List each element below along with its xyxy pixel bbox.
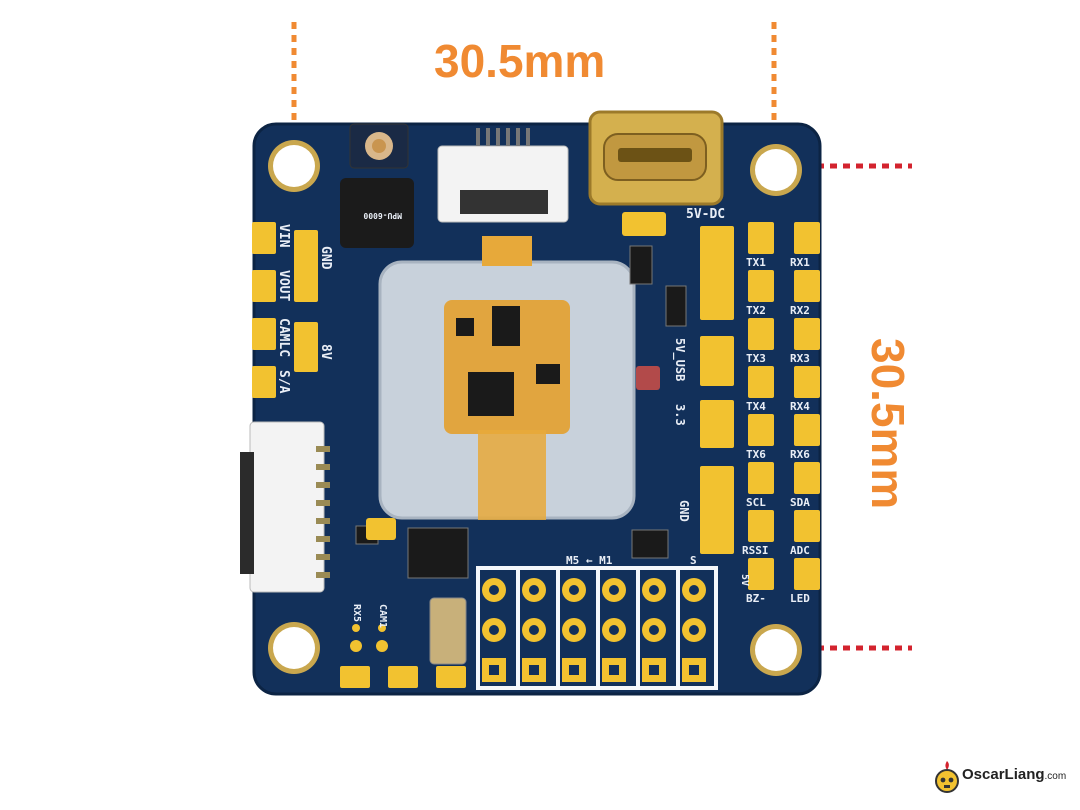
label-motor-order: M5 ← M1 (566, 554, 613, 567)
height-dimension-label: 30.5mm (862, 338, 914, 510)
gyro-chip (340, 178, 414, 248)
status-led (636, 366, 660, 390)
watermark-name: OscarLiang (962, 766, 1045, 783)
label-sda: SDA (790, 496, 810, 509)
label-tx3: TX3 (746, 352, 766, 365)
label-3v3: 3.3 (673, 404, 687, 426)
label-5v-small: 5V (739, 574, 750, 586)
label-bz: BZ- (746, 592, 766, 605)
label-rx2: RX2 (790, 304, 810, 317)
label-vout: VOUT (276, 270, 291, 301)
label-rx5: RX5 (351, 604, 362, 622)
label-vin: VIN (276, 224, 291, 248)
label-tx4: TX4 (746, 400, 766, 413)
motor-output-pads (476, 566, 718, 690)
label-5v-dc: 5V-DC (686, 207, 725, 222)
label-cam1: CAM1 (377, 604, 388, 628)
label-tx2: TX2 (746, 304, 766, 317)
left-power-pads (252, 222, 318, 398)
label-scl: SCL (746, 496, 766, 509)
label-gnd-left: GND (318, 246, 333, 270)
label-led: LED (790, 592, 810, 605)
label-signal: S (690, 554, 697, 567)
label-rx4: RX4 (790, 400, 810, 413)
gyro-chip-text: MPU-6000 (363, 211, 402, 220)
mounting-holes (268, 140, 802, 676)
label-tx1: TX1 (746, 256, 766, 269)
label-gnd-right: GND (677, 500, 691, 522)
label-camlc: CAMLC (276, 318, 291, 357)
watermark-suffix: .com (1044, 771, 1067, 782)
watermark-logo: OscarLiang.com (934, 758, 1074, 798)
label-rx3: RX3 (790, 352, 810, 365)
silkscreen-labels: VIN VOUT CAMLC S/A GND 8V 5V-DC 5V_USB 3… (276, 207, 810, 628)
bottom-left-pads (340, 624, 466, 688)
watermark-text: OscarLiang.com (962, 766, 1066, 783)
label-sa: S/A (276, 370, 291, 394)
label-rssi: RSSI (742, 544, 769, 557)
skull-icon (935, 761, 959, 793)
label-rx6: RX6 (790, 448, 810, 461)
label-rx1: RX1 (790, 256, 810, 269)
label-tx6: TX6 (746, 448, 766, 461)
side-connector (249, 421, 325, 593)
right-power-pads (700, 226, 734, 554)
label-8v: 8V (318, 344, 333, 360)
uart-pads (748, 222, 820, 590)
width-dimension-label: 30.5mm (434, 35, 606, 87)
label-adc: ADC (790, 544, 810, 557)
label-5v-usb: 5V_USB (672, 338, 687, 381)
